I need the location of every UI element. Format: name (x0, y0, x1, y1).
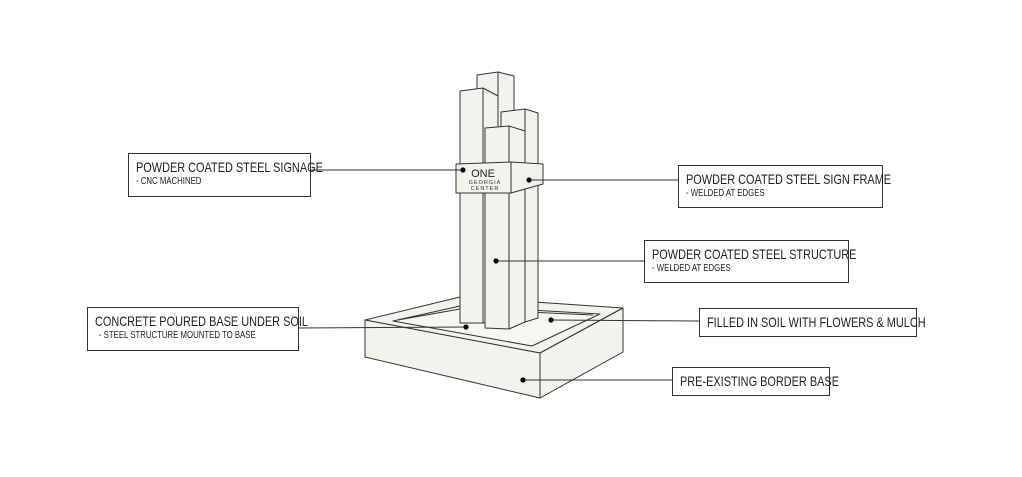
callout-subtitle: - CNC MACHINED (136, 176, 202, 187)
callout-sign-frame: POWDER COATED STEEL SIGN FRAME - WELDED … (678, 165, 892, 208)
callout-border-base: PRE-EXISTING BORDER BASE (672, 367, 839, 396)
callout-title: POWDER COATED STEEL SIGN FRAME (686, 171, 892, 187)
sign-text-one: ONE (471, 168, 495, 180)
sign-text-georgia: GEORGIA (469, 180, 502, 186)
callout-title: CONCRETE POURED BASE UNDER SOIL (95, 313, 308, 329)
leader-lines (297, 169, 700, 381)
callout-subtitle: - STEEL STRUCTURE MOUNTED TO BASE (98, 330, 256, 341)
callout-structure: POWDER COATED STEEL STRUCTURE - WELDED A… (644, 240, 857, 283)
callout-title: FILLED IN SOIL WITH FLOWERS & MULCH (707, 314, 926, 330)
callout-title: POWDER COATED STEEL STRUCTURE (652, 246, 857, 262)
callout-soil: FILLED IN SOIL WITH FLOWERS & MULCH (699, 308, 926, 337)
callout-signage: POWDER COATED STEEL SIGNAGE - CNC MACHIN… (128, 153, 323, 197)
callout-title: POWDER COATED STEEL SIGNAGE (136, 159, 323, 175)
callout-title: PRE-EXISTING BORDER BASE (680, 373, 839, 389)
callout-subtitle: - WELDED AT EDGES (652, 263, 731, 274)
sign-text-center: CENTER (471, 186, 500, 192)
callout-subtitle: - WELDED AT EDGES (686, 188, 765, 199)
callout-concrete-base: CONCRETE POURED BASE UNDER SOIL - STEEL … (87, 307, 308, 351)
leader-dots (460, 167, 554, 383)
column-front (484, 125, 526, 330)
sign-frame (455, 161, 544, 194)
